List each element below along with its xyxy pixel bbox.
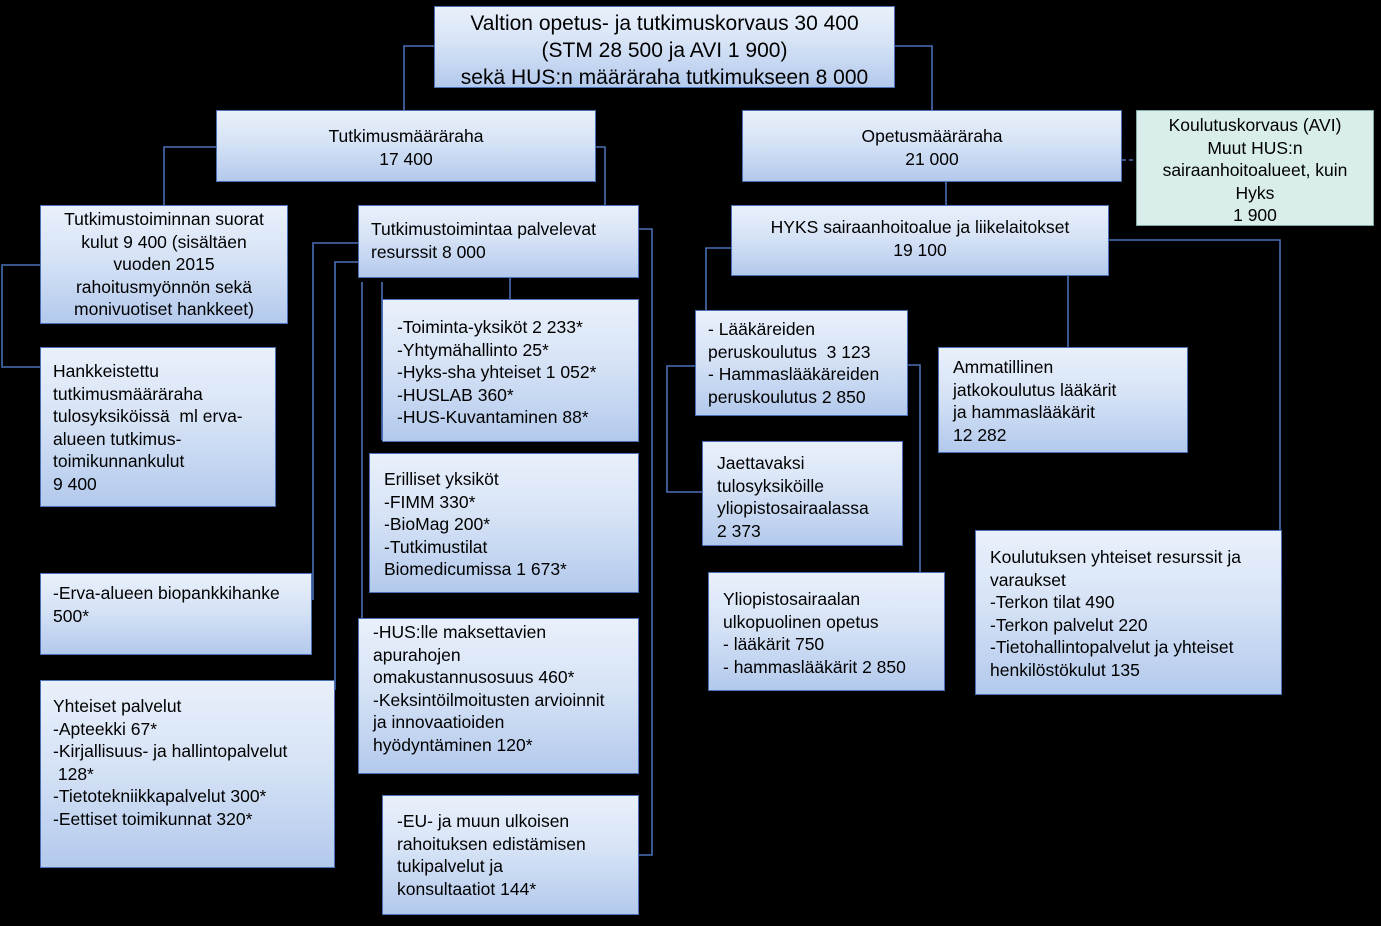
toimintayksikot-line-3: -Hyks-sha yhteiset 1 052*	[397, 362, 597, 382]
laakareiden-peruskoulutus-node: - Lääkäreiden peruskoulutus 3 123 - Hamm…	[695, 310, 908, 416]
hankkeistettu-line-6: 9 400	[53, 473, 97, 494]
erilliset-line-3: -BioMag 200*	[384, 514, 491, 534]
yhteiset-palvelut-line-6: -Eettiset toimikunnat 320*	[53, 808, 253, 829]
toimintayksikot-line-5: -HUS-Kuvantaminen 88*	[397, 407, 589, 427]
hankkeistettu-line-1: Hankkeistettu	[53, 361, 160, 381]
palvelevat-resurssit-node: Tutkimustoimintaa palvelevat resurssit 8…	[358, 205, 639, 278]
koulutuksen-yhteiset-line-5: -Tietohallintopalvelut ja yhteiset	[990, 637, 1234, 657]
jaettavaksi-line-2: tulosyksiköille	[717, 475, 824, 496]
ulkopuolinen-line-2: ulkopuolinen opetus	[723, 611, 879, 632]
eu-line-1: -EU- ja muun ulkoisen	[397, 811, 570, 831]
tutkimus-line-1: Tutkimusmääräraha	[328, 126, 484, 146]
koulutuksen-yhteiset-line-4: -Terkon palvelut 220	[990, 614, 1148, 635]
husille-line-4: -Keksintöilmoitusten arvioinnit	[373, 689, 605, 710]
eu-line-4: konsultaatiot 144*	[397, 878, 537, 899]
koulutuksen-yhteiset-line-3: -Terkon tilat 490	[990, 592, 1115, 612]
toimintayksikot-line-2: -Yhtymähallinto 25*	[397, 339, 549, 360]
palvelevat-line-1: Tutkimustoimintaa palvelevat	[371, 219, 597, 239]
koulutuskorvaus-line-3: sairaanhoitoalueet, kuin	[1162, 160, 1348, 180]
laakareiden-line-3: - Hammaslääkäreiden	[708, 364, 880, 384]
suorat-line-3: vuoden 2015	[113, 254, 215, 274]
husille-maksettavien-node: -HUS:lle maksettavien apurahojen omakust…	[358, 618, 639, 774]
tutkimusmaararaha-node: Tutkimusmääräraha 17 400	[216, 110, 596, 182]
hankkeistettu-line-2: tutkimusmääräraha	[53, 383, 203, 404]
jaettavaksi-line-1: Jaettavaksi	[717, 453, 805, 473]
koulutuksen-yhteiset-line-6: henkilöstökulut 135	[990, 659, 1140, 680]
jaettavaksi-line-4: 2 373	[717, 520, 761, 541]
koulutuskorvaus-line-5: 1 900	[1233, 205, 1277, 225]
opetusmaararaha-node: Opetusmääräraha 21 000	[742, 110, 1122, 182]
jaettavaksi-node: Jaettavaksi tulosyksiköille yliopistosai…	[702, 441, 903, 546]
hyks-node: HYKS sairaanhoitoalue ja liikelaitokset …	[731, 205, 1109, 276]
hankkeistettu-line-4: alueen tutkimus-	[53, 428, 182, 449]
palvelevat-line-2: resurssit 8 000	[371, 241, 486, 262]
koulutuskorvaus-node: Koulutuskorvaus (AVI) Muut HUS:n sairaan…	[1136, 110, 1374, 226]
root-line-1: Valtion opetus- ja tutkimuskorvaus 30 40…	[470, 12, 859, 35]
husille-line-2: apurahojen	[373, 644, 461, 665]
jaettavaksi-line-3: yliopistosairaalassa	[717, 498, 869, 518]
yhteiset-palvelut-line-2: -Apteekki 67*	[53, 718, 158, 739]
hyks-line-2: 19 100	[893, 239, 947, 260]
ulkopuolinen-line-3: - lääkärit 750	[723, 634, 825, 654]
hyks-line-1: HYKS sairaanhoitoalue ja liikelaitokset	[770, 217, 1070, 237]
koulutuskorvaus-line-4: Hyks	[1235, 182, 1275, 203]
yhteiset-palvelut-line-5: -Tietotekniikkapalvelut 300*	[53, 786, 267, 806]
erilliset-line-5: Biomedicumissa 1 673*	[384, 559, 567, 579]
laakareiden-line-4: peruskoulutus 2 850	[708, 386, 866, 407]
ammatillinen-node: Ammatillinen jatkokoulutus lääkärit ja h…	[938, 347, 1188, 453]
erilliset-line-1: Erilliset yksiköt	[384, 469, 499, 489]
ulkopuolinen-opetus-node: Yliopistosairaalan ulkopuolinen opetus -…	[708, 572, 945, 691]
toimintayksikot-line-1: -Toiminta-yksiköt 2 233*	[397, 317, 583, 337]
erilliset-line-2: -FIMM 330*	[384, 491, 476, 512]
yhteiset-palvelut-line-1: Yhteiset palvelut	[53, 696, 182, 716]
husille-line-6: hyödyntäminen 120*	[373, 734, 533, 755]
opetus-line-2: 21 000	[905, 148, 959, 169]
laakareiden-line-2: peruskoulutus 3 123	[708, 341, 871, 362]
husille-line-3: omakustannusosuus 460*	[373, 667, 575, 687]
toimintayksikot-node: -Toiminta-yksiköt 2 233* -Yhtymähallinto…	[382, 299, 639, 442]
yhteiset-palvelut-line-4: 128*	[53, 763, 94, 784]
erilliset-line-4: -Tutkimustilat	[384, 536, 488, 557]
suorat-kulut-node: Tutkimustoiminnan suorat kulut 9 400 (si…	[40, 205, 288, 324]
suorat-line-2: kulut 9 400 (sisältäen	[81, 231, 247, 252]
root-node: Valtion opetus- ja tutkimuskorvaus 30 40…	[434, 6, 895, 89]
tutkimus-line-2: 17 400	[379, 148, 433, 169]
koulutuksen-yhteiset-node: Koulutuksen yhteiset resurssit ja varauk…	[975, 530, 1282, 695]
yhteiset-palvelut-node: Yhteiset palvelut -Apteekki 67* -Kirjall…	[40, 680, 335, 868]
ammatillinen-line-4: 12 282	[953, 424, 1007, 445]
eu-line-3: tukipalvelut ja	[397, 856, 504, 876]
hankkeistettu-line-5: toimikunnankulut	[53, 451, 185, 471]
husille-line-5: ja innovaatioiden	[373, 712, 505, 732]
biopankkihanke-node: -Erva-alueen biopankkihanke 500*	[40, 573, 312, 655]
toimintayksikot-line-4: -HUSLAB 360*	[397, 384, 514, 405]
hankkeistettu-node: Hankkeistettu tutkimusmääräraha tulosyks…	[40, 347, 276, 507]
eu-tukipalvelut-node: -EU- ja muun ulkoisen rahoituksen edistä…	[382, 795, 639, 915]
husille-line-1: -HUS:lle maksettavien	[373, 622, 547, 642]
ammatillinen-line-3: ja hammaslääkärit	[953, 402, 1095, 422]
laakareiden-line-1: - Lääkäreiden	[708, 319, 816, 339]
suorat-line-5: monivuotiset hankkeet)	[74, 299, 254, 319]
eu-line-2: rahoituksen edistämisen	[397, 833, 586, 854]
suorat-line-1: Tutkimustoiminnan suorat	[64, 209, 264, 229]
biopankki-line-1: -Erva-alueen biopankkihanke	[53, 583, 280, 603]
yhteiset-palvelut-line-3: -Kirjallisuus- ja hallintopalvelut	[53, 741, 288, 761]
root-line-2: (STM 28 500 ja AVI 1 900)	[541, 39, 788, 62]
root-line-3: sekä HUS:n määräraha tutkimukseen 8 000	[460, 66, 869, 89]
koulutuksen-yhteiset-line-2: varaukset	[990, 569, 1066, 590]
koulutuskorvaus-line-2: Muut HUS:n	[1207, 137, 1303, 158]
koulutuksen-yhteiset-line-1: Koulutuksen yhteiset resurssit ja	[990, 547, 1241, 567]
hankkeistettu-line-3: tulosyksiköissä ml erva-	[53, 406, 243, 426]
ammatillinen-line-2: jatkokoulutus lääkärit	[953, 379, 1117, 400]
biopankki-line-2: 500*	[53, 605, 90, 626]
erilliset-yksikot-node: Erilliset yksiköt -FIMM 330* -BioMag 200…	[369, 453, 639, 593]
koulutuskorvaus-line-1: Koulutuskorvaus (AVI)	[1168, 115, 1342, 135]
ammatillinen-line-1: Ammatillinen	[953, 357, 1054, 377]
suorat-line-4: rahoitusmyönnön sekä	[75, 276, 253, 297]
opetus-line-1: Opetusmääräraha	[861, 126, 1003, 146]
ulkopuolinen-line-4: - hammaslääkärit 2 850	[723, 656, 906, 677]
ulkopuolinen-line-1: Yliopistosairaalan	[723, 589, 861, 609]
